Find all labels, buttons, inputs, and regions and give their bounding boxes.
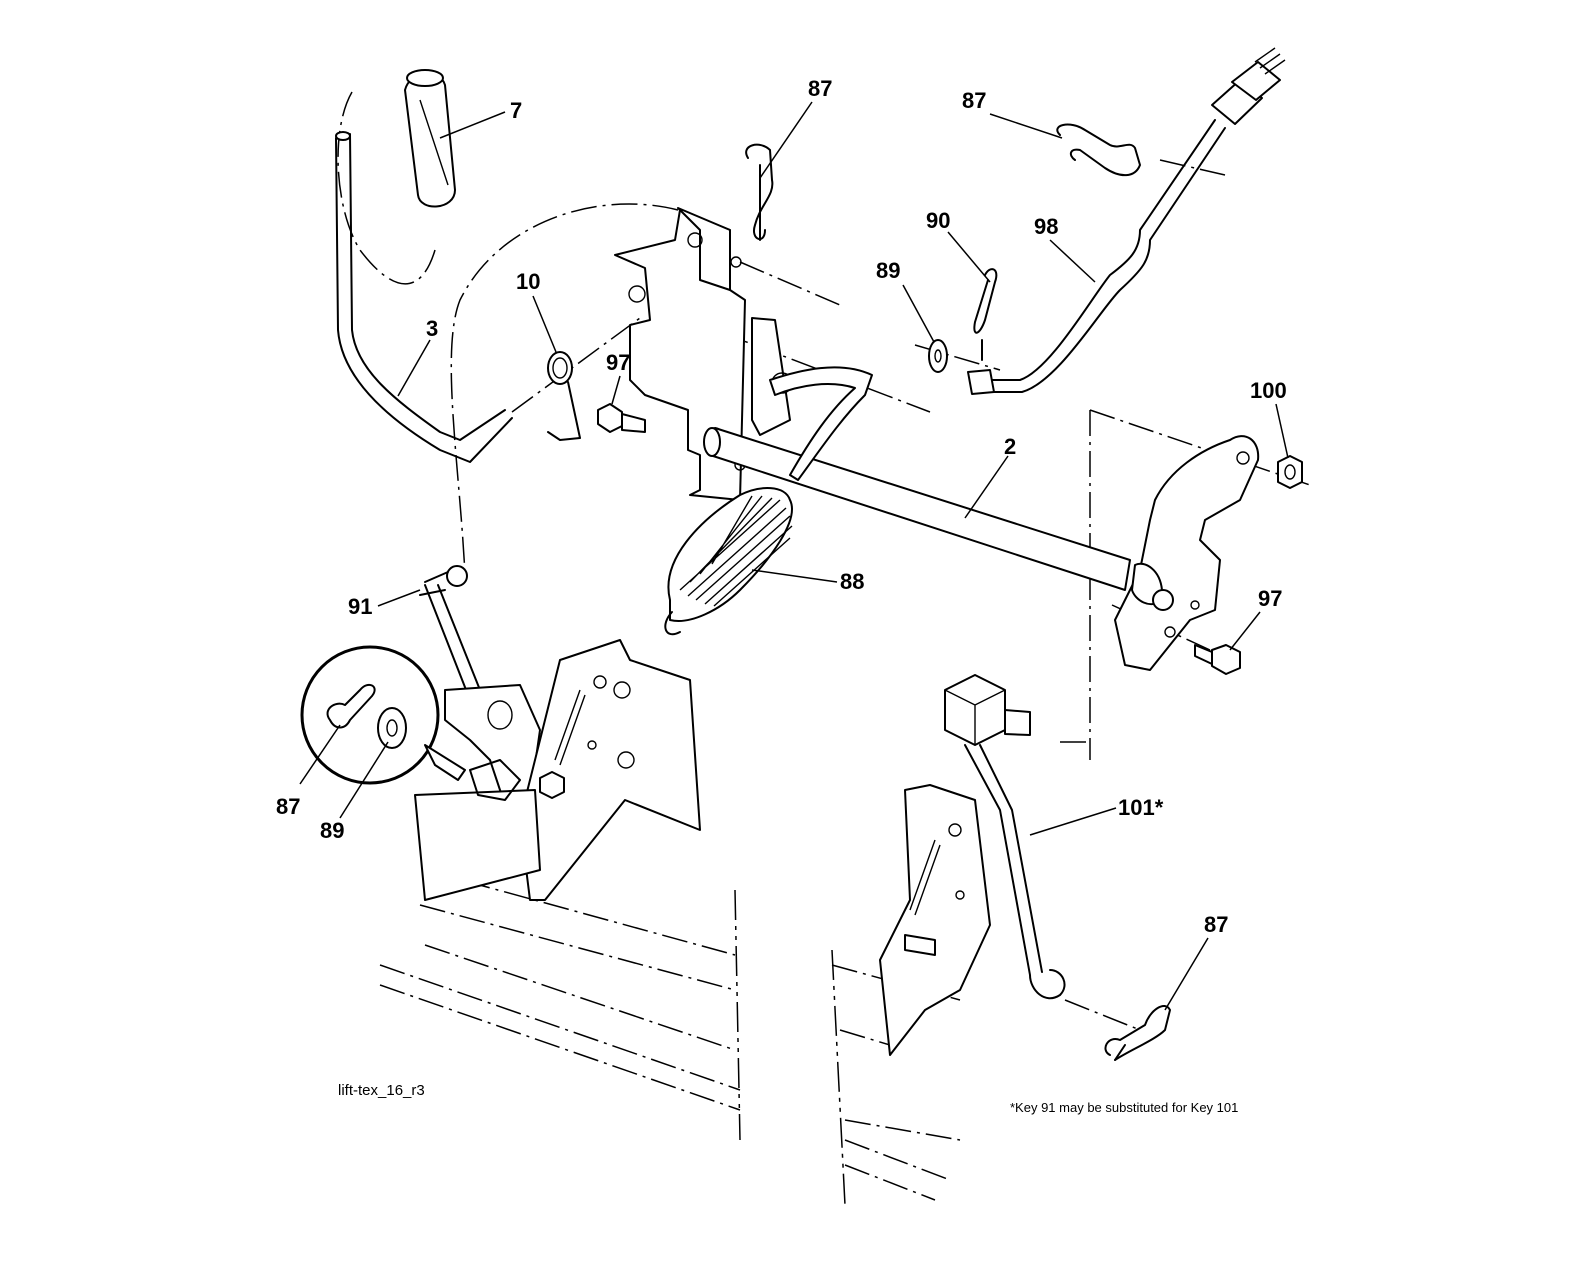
washer-part-89-top	[928, 339, 948, 373]
hair-clip-part-87-topright	[1056, 123, 1141, 177]
leader-lines	[299, 101, 1289, 1011]
callout-101: 101*	[1118, 795, 1164, 820]
callout-97-right: 97	[1258, 586, 1283, 611]
deck-bracket-left	[414, 639, 701, 901]
callout-98: 98	[1034, 214, 1059, 239]
footnote: *Key 91 may be substituted for Key 101	[1010, 1100, 1239, 1115]
callout-87-detail: 87	[276, 794, 301, 819]
callout-10: 10	[516, 269, 541, 294]
lift-shaft-part-2	[703, 366, 1131, 591]
callout-97-left: 97	[606, 350, 631, 375]
hair-clip-part-87-bottom	[1104, 1005, 1171, 1061]
lift-lever-part-3	[335, 131, 513, 463]
callout-87-topright: 87	[962, 88, 987, 113]
callout-3: 3	[426, 316, 439, 341]
bolt-part-97-right	[1194, 644, 1241, 675]
callout-87-top: 87	[808, 76, 833, 101]
callout-89-top: 89	[876, 258, 901, 283]
extension-spring-part-88	[664, 487, 793, 636]
hair-clip-part-90	[973, 268, 998, 361]
alignment-lines	[337, 91, 1311, 1206]
callout-91: 91	[348, 594, 373, 619]
bolt-part-97-left	[597, 403, 646, 433]
deck-bracket-right	[879, 784, 991, 1056]
hair-clip-part-87-top	[745, 143, 774, 241]
grip-part-7	[404, 69, 456, 208]
callout-7: 7	[510, 98, 523, 123]
callout-87-bottom: 87	[1204, 912, 1229, 937]
drawing-id: lift-tex_16_r3	[338, 1082, 425, 1099]
lift-link-part-101	[944, 674, 1066, 1000]
callout-2: 2	[1004, 434, 1017, 459]
callout-89-detail: 89	[320, 818, 345, 843]
callout-100: 100	[1250, 378, 1287, 403]
callout-88: 88	[840, 569, 865, 594]
adjustment-rod-part-98	[967, 47, 1286, 395]
lift-arm-plate	[1114, 435, 1260, 671]
callout-90: 90	[926, 208, 951, 233]
nut-part-100	[1277, 455, 1303, 489]
detail-inset	[300, 645, 466, 785]
torsion-spring-part-10	[547, 351, 581, 441]
